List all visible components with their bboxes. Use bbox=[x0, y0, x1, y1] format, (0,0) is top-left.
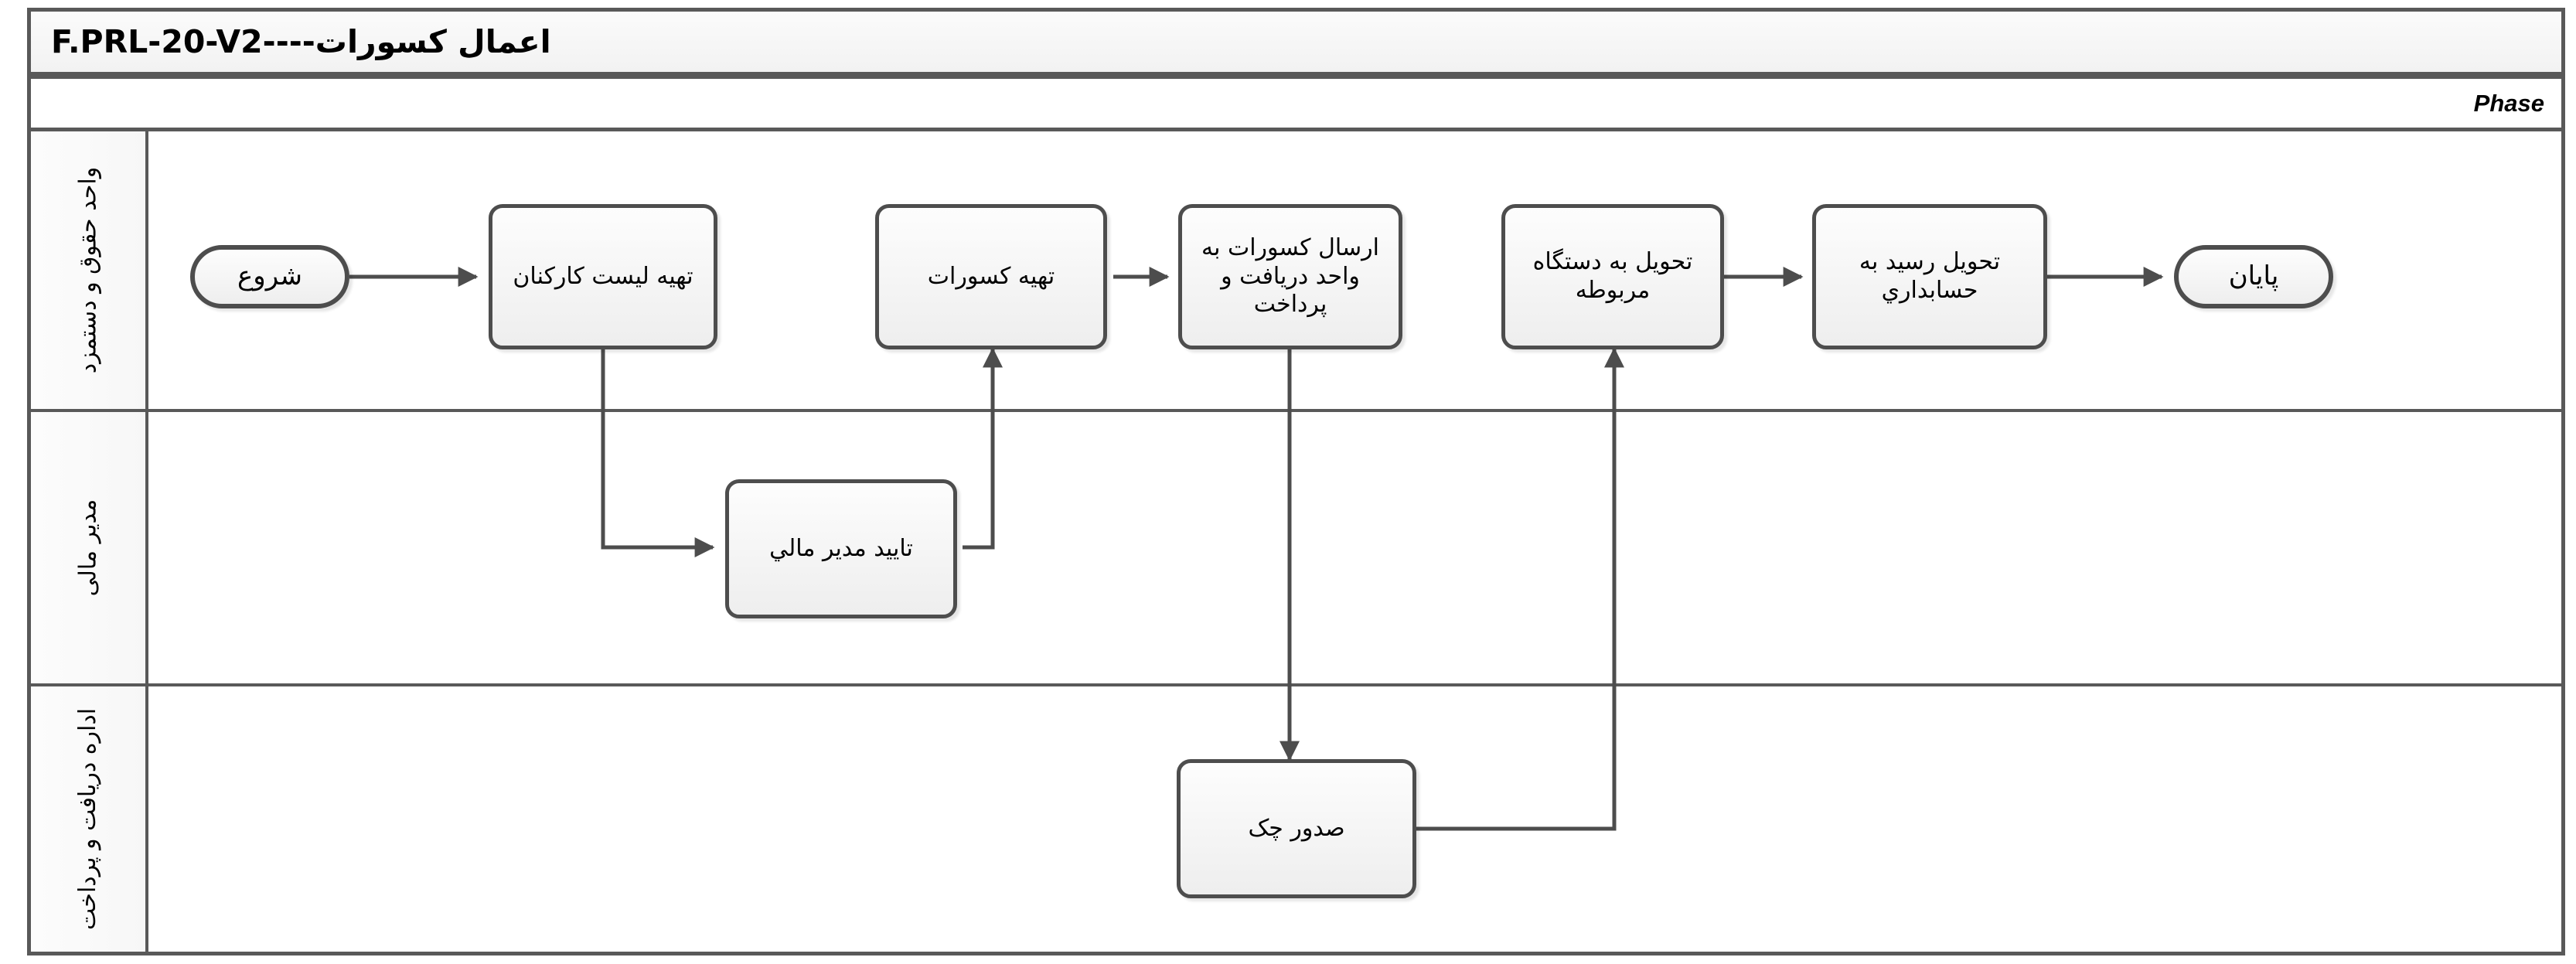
lane-header-payroll: واحد حقوق و دستمزد bbox=[31, 131, 148, 409]
lane-header-finance-manager: مدیر مالی bbox=[31, 412, 148, 683]
node-send-deduct[interactable]: ارسال کسورات به واحد دریافت و پرداخت bbox=[1178, 204, 1402, 349]
node-end-label: پایان bbox=[2228, 261, 2279, 292]
lane-label-payroll: واحد حقوق و دستمزد bbox=[74, 166, 102, 374]
node-fm-approval[interactable]: تایید مدیر مالي bbox=[725, 479, 957, 618]
node-fm-approval-label: تایید مدیر مالي bbox=[769, 534, 913, 562]
lane-body-finance-manager bbox=[148, 412, 2561, 683]
phase-label: Phase bbox=[2473, 89, 2544, 117]
node-employee-list[interactable]: تهیه لیست کارکنان bbox=[489, 204, 717, 349]
node-start[interactable]: شروع bbox=[190, 245, 349, 308]
lane-label-finance-manager: مدیر مالی bbox=[74, 499, 102, 597]
node-deliver-receipt-label: تحویل رسید به حسابداري bbox=[1859, 248, 2001, 304]
swimlane-finance-manager: مدیر مالی bbox=[27, 412, 2565, 686]
diagram-title-bar: اعمال کسورات----F.PRL-20-V2 bbox=[27, 8, 2565, 76]
node-issue-check-label: صدور چک bbox=[1248, 814, 1345, 842]
page-title: اعمال کسورات----F.PRL-20-V2 bbox=[51, 23, 551, 60]
node-employee-list-label: تهیه لیست کارکنان bbox=[513, 262, 693, 290]
node-issue-check[interactable]: صدور چک bbox=[1177, 759, 1416, 898]
node-end[interactable]: پایان bbox=[2174, 245, 2333, 308]
node-start-label: شروع bbox=[237, 261, 302, 292]
lane-header-receipt-payment: اداره دریافت و پرداخت bbox=[31, 686, 148, 952]
phase-band: Phase bbox=[27, 76, 2565, 131]
node-prepare-deduct-label: تهیه کسورات bbox=[927, 262, 1055, 290]
node-send-deduct-label: ارسال کسورات به واحد دریافت و پرداخت bbox=[1201, 234, 1379, 318]
node-prepare-deduct[interactable]: تهیه کسورات bbox=[875, 204, 1107, 349]
node-deliver-org[interactable]: تحویل به دستگاه مربوطه bbox=[1501, 204, 1724, 349]
lane-label-receipt-payment: اداره دریافت و پرداخت bbox=[74, 707, 102, 931]
node-deliver-receipt[interactable]: تحویل رسید به حسابداري bbox=[1812, 204, 2047, 349]
node-deliver-org-label: تحویل به دستگاه مربوطه bbox=[1532, 248, 1693, 304]
